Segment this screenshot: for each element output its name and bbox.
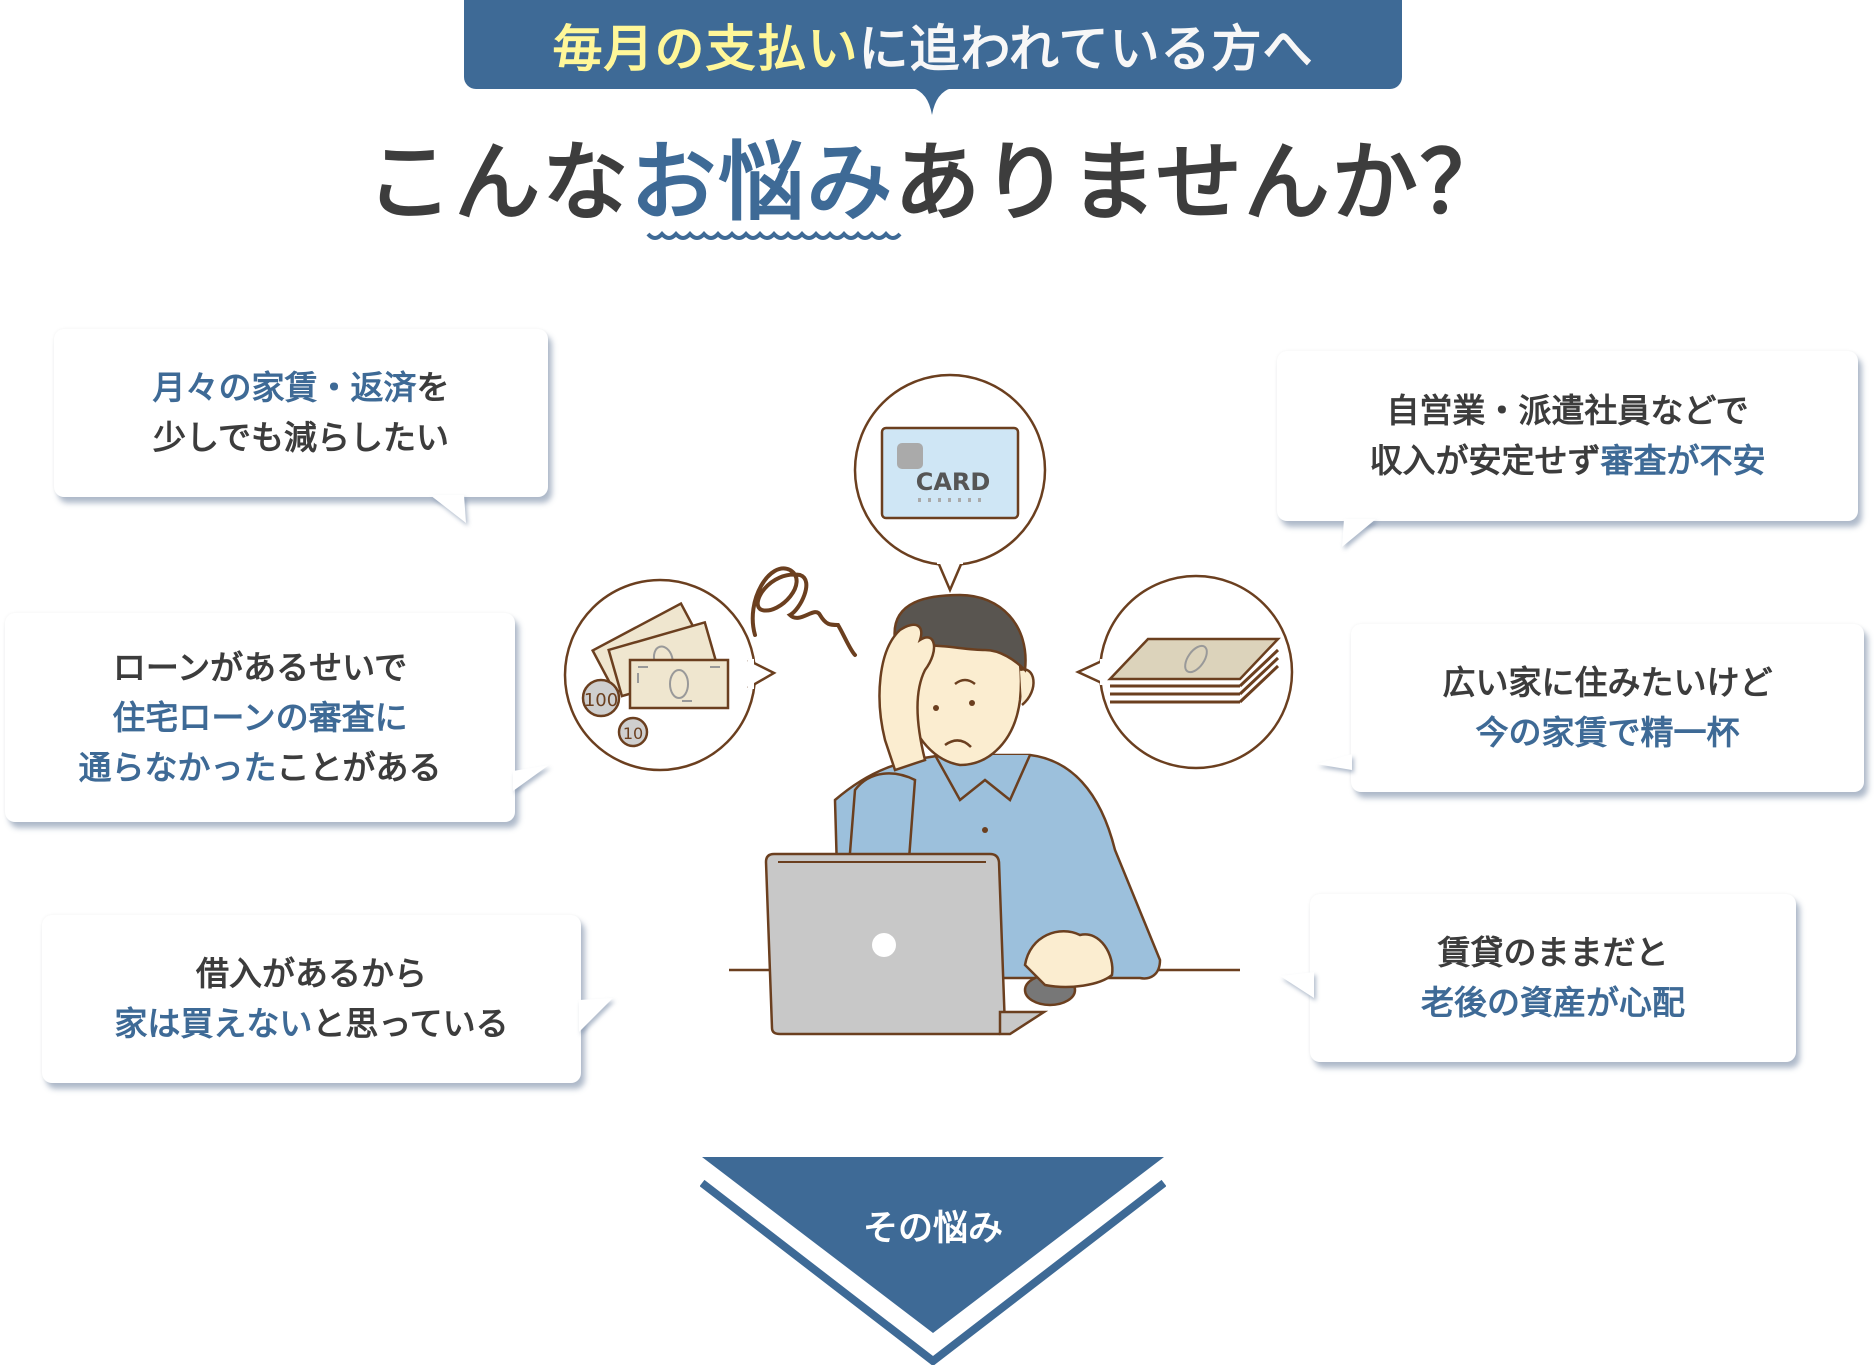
- bubble-tail: [1280, 972, 1314, 998]
- banner-text: に追われている方へ: [858, 19, 1314, 78]
- title-after: ありませんか？: [894, 133, 1508, 233]
- bubble-tail: [430, 495, 466, 523]
- concern-bubble-bigger-house: 広い家に住みたいけど 今の家賃で精一杯: [1351, 624, 1864, 792]
- bubble-tail: [1342, 519, 1376, 547]
- down-arrow-icon: [700, 1157, 1166, 1365]
- mouse-icon: [1023, 973, 1077, 1007]
- svg-text:10: 10: [623, 724, 643, 743]
- banner-highlight: 毎月の支払い: [552, 19, 859, 78]
- concern-bubble-retirement-assets: 賃貸のままだと 老後の資産が心配: [1310, 894, 1796, 1062]
- bubble-tail: [513, 765, 549, 791]
- hand-on-mouse: [1023, 930, 1114, 989]
- worry-scribble-icon: [750, 566, 857, 657]
- intro-banner: 毎月の支払いに追われている方へ: [464, 0, 1402, 89]
- bubble-tail: [1316, 754, 1352, 770]
- hand-on-head: [878, 623, 936, 772]
- svg-text:100: 100: [584, 690, 618, 711]
- concern-bubble-loan-rejected: ローンがあるせいで 住宅ローンの審査に 通らなかったことがある: [5, 613, 515, 822]
- bubble-tail: [579, 998, 613, 1032]
- credit-card-thought-bubble-icon: CARD: [853, 373, 1047, 594]
- svg-text:CARD: CARD: [916, 468, 991, 496]
- arrow-label: その悩み: [862, 1209, 1003, 1249]
- laptop-icon: [764, 852, 1049, 1036]
- concern-bubble-self-employed: 自営業・派遣社員などで 収入が安定せず審査が不安: [1277, 351, 1858, 521]
- banner-tail: [912, 88, 952, 115]
- page-title: こんなお悩みありませんか？: [0, 128, 1874, 238]
- title-before: こんな: [366, 133, 631, 233]
- concern-bubble-rent-repayment: 月々の家賃・返済を 少しでも減らしたい: [54, 329, 548, 497]
- cash-thought-bubble-icon: 100 10: [563, 578, 777, 772]
- face: [903, 595, 1023, 767]
- cash-stack-thought-bubble-icon: [1075, 574, 1294, 770]
- title-highlight: お悩み: [630, 133, 895, 233]
- concern-bubble-debt-no-house: 借入があるから 家は買えないと思っている: [42, 915, 581, 1083]
- wavy-underline: [646, 230, 902, 240]
- hair: [893, 593, 1027, 673]
- shirt: [833, 753, 1162, 980]
